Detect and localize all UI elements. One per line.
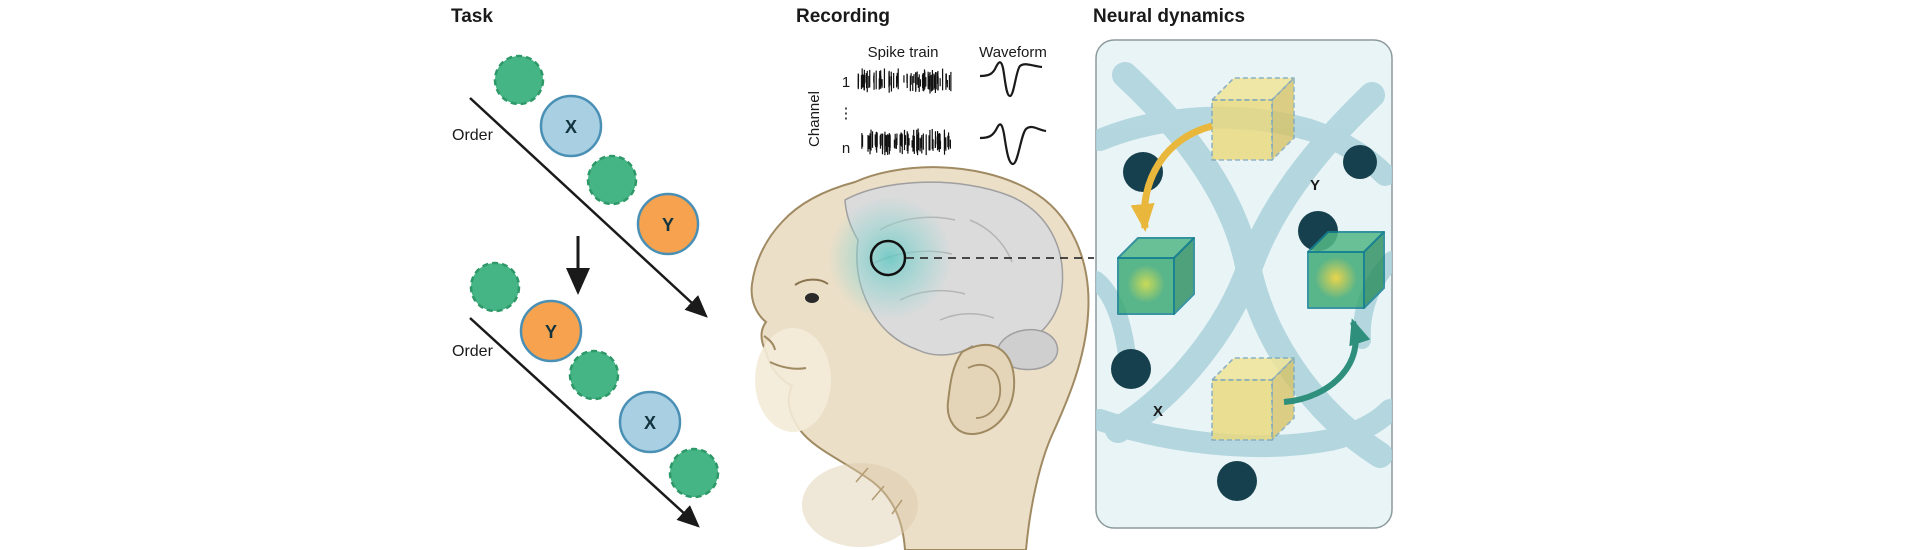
distractor-circle [493, 54, 545, 106]
task-sequence-1: Order X Y [452, 54, 708, 318]
order-arrow-1 [469, 97, 708, 318]
fur-stroke [871, 485, 885, 501]
neural-node [1217, 461, 1257, 501]
cube-x-label: X [1153, 403, 1163, 420]
neural-dynamics-panel: Neural dynamics [1093, 6, 1393, 529]
cube-side-face [1271, 77, 1295, 161]
monkey-muzzle-shade [755, 328, 831, 432]
neural-panel-content: Y X [1096, 62, 1392, 501]
task-title: Task [451, 6, 493, 27]
spike-train-channel-n [861, 128, 952, 156]
recording-site-circle [869, 239, 907, 277]
monkey-neck-shade [802, 463, 918, 547]
order-arrow-2 [469, 317, 700, 528]
neural-dynamics-title: Neural dynamics [1093, 6, 1245, 27]
stimulus-y-letter: Y [545, 322, 557, 342]
state-cube-x [1211, 357, 1295, 441]
distractor-circle [568, 349, 620, 401]
sulcus-line [939, 313, 995, 321]
stimulus-y-circle [636, 192, 700, 256]
recording-site-glow [828, 196, 952, 320]
waveform-label: Waveform [979, 44, 1047, 61]
channel-n-label: n [842, 140, 850, 157]
channel-1-label: 1 [842, 74, 850, 91]
distractor-circle [586, 154, 638, 206]
order-label-1: Order [452, 127, 494, 144]
waveform-channel-1 [979, 61, 1043, 98]
neural-node [1343, 145, 1377, 179]
stimulus-y-letter: Y [662, 215, 674, 235]
fur-stroke [855, 467, 869, 483]
task-sequence-2: Order Y X [452, 261, 720, 528]
distractor-circle [668, 447, 720, 499]
cube-side-face [1271, 357, 1295, 441]
stimulus-x-letter: X [565, 117, 577, 137]
neural-node [1111, 349, 1151, 389]
waveform-trace [979, 123, 1047, 166]
monkey-brow-line [794, 278, 829, 286]
state-cube-y [1211, 77, 1295, 161]
cube-activity-glow [1315, 257, 1357, 299]
waveform-channel-n [979, 123, 1047, 166]
monkey-mouth-line [769, 361, 807, 370]
recording-panel: Recording Spike train Waveform Channel 1… [750, 6, 1094, 550]
spike-train-label: Spike train [868, 44, 939, 61]
neural-tube [1096, 399, 1392, 458]
cube-front-face [1211, 379, 1273, 441]
order-label-2: Order [452, 343, 494, 360]
cube-activity-glow [1127, 265, 1165, 303]
cube-front-face [1211, 99, 1273, 161]
stimulus-y-circle [519, 299, 583, 363]
cheek-fur-strokes [855, 467, 903, 515]
cube-y-label: Y [1310, 177, 1320, 194]
monkey-eye [805, 293, 819, 303]
monkey-illustration [750, 166, 1094, 550]
stimulus-x-letter: X [644, 413, 656, 433]
state-cube-green-right [1307, 231, 1385, 309]
monkey-ear-inner [967, 364, 1002, 419]
state-cube-green-left [1117, 237, 1195, 315]
spike-train-channel-1 [857, 68, 952, 94]
monkey-nostril-line [763, 335, 776, 351]
recording-title: Recording [796, 6, 890, 27]
waveform-trace [979, 61, 1043, 98]
distractor-circle [469, 261, 521, 313]
stimulus-x-circle [618, 390, 682, 454]
channel-axis-label: Channel [806, 91, 823, 147]
transition-arrow-teal [1283, 318, 1371, 405]
task-panel: Task Order X Y Order Y X [451, 6, 720, 528]
monkey-ear [946, 343, 1016, 436]
stimulus-x-circle [539, 94, 603, 158]
transition-arrow-yellow [1130, 122, 1213, 232]
channel-ellipsis: ⋮ [839, 105, 854, 122]
fur-stroke [891, 499, 903, 515]
